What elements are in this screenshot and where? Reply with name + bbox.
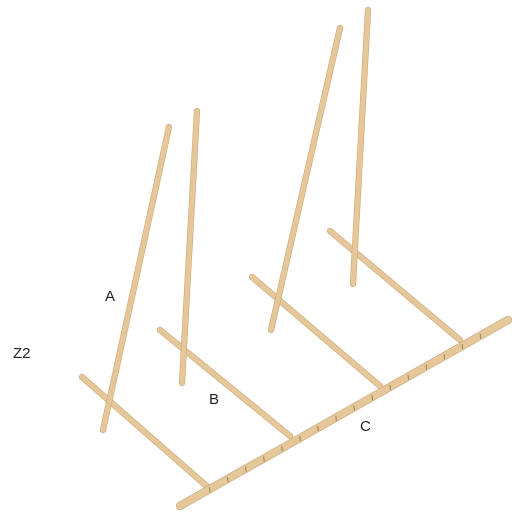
crossbar-3 [248, 273, 384, 390]
crossbar-1 [78, 373, 214, 493]
upright-c [267, 24, 344, 334]
upright-b [178, 107, 201, 387]
crossbar-4 [326, 227, 464, 344]
upright-d [349, 6, 372, 288]
label-b: B [209, 391, 220, 408]
base-bar-notches [209, 333, 482, 493]
base-bar [175, 315, 513, 511]
label-z2: Z2 [13, 345, 31, 362]
label-a: A [105, 288, 116, 305]
upright-a [99, 123, 173, 434]
label-c: C [360, 418, 371, 435]
